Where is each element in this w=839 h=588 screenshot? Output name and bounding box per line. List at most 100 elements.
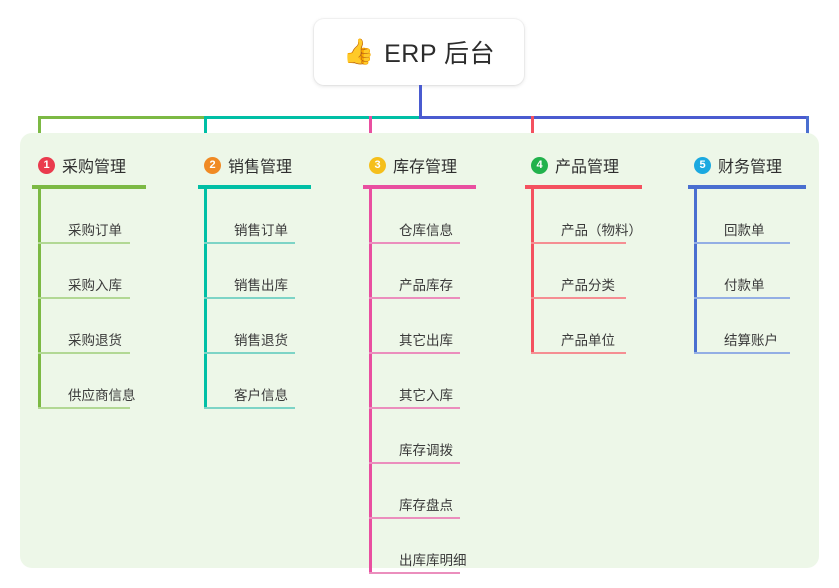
leaf-rule [369,297,460,299]
leaf-item[interactable]: 采购入库 [32,244,176,299]
leaf-label: 销售订单 [234,223,288,238]
leaf-item[interactable]: 产品单位 [525,299,672,354]
leaf-item[interactable]: 付款单 [688,244,836,299]
leaf-rule [204,352,295,354]
leaf-item[interactable]: 结算账户 [688,299,836,354]
leaf-label: 采购订单 [68,223,122,238]
branch-items-2: 销售订单销售出库销售退货客户信息 [198,189,341,409]
branch-items-3: 仓库信息产品库存其它出库其它入库库存调拨库存盘点出库库明细 [363,189,506,574]
branch-header-2[interactable]: 2 销售管理 [198,151,341,179]
branch-badge-1: 1 [38,156,55,174]
leaf-rule [38,242,130,244]
leaf-label: 出库库明细 [399,553,467,568]
leaf-rule [694,297,790,299]
bar-blue [419,116,809,119]
branch-title-5: 财务管理 [718,159,783,176]
leaf-label: 采购入库 [68,278,122,293]
branch-rule-2 [198,185,311,189]
leaf-item[interactable]: 库存调拨 [363,409,506,464]
leaf-item[interactable]: 采购退货 [32,299,176,354]
leaf-rule [369,572,460,574]
leaf-label: 库存盘点 [399,498,453,513]
leaf-rule [531,242,626,244]
leaf-item[interactable]: 库存盘点 [363,464,506,519]
root-node[interactable]: 👍 ERP 后台 [314,19,524,85]
leaf-rule [531,352,626,354]
leaf-item[interactable]: 出库库明细 [363,519,506,574]
leaf-item[interactable]: 客户信息 [198,354,341,409]
leaf-item[interactable]: 供应商信息 [32,354,176,409]
root-title: ERP 后台 [384,40,496,68]
leaf-item[interactable]: 产品库存 [363,244,506,299]
leaf-label: 产品单位 [561,333,615,348]
branch-spine-4 [531,189,534,354]
leaf-rule [204,242,295,244]
branch-header-5[interactable]: 5 财务管理 [688,151,836,179]
branch-header-1[interactable]: 1 采购管理 [32,151,176,179]
leaf-rule [531,297,626,299]
leaf-label: 供应商信息 [68,388,136,403]
leaf-rule [369,517,460,519]
bar-green [38,116,207,119]
leaf-rule [38,297,130,299]
leaf-label: 结算账户 [724,333,778,348]
leaf-label: 产品（物料） [561,223,642,238]
branch-title-3: 库存管理 [393,159,458,176]
leaf-rule [38,407,130,409]
leaf-label: 采购退货 [68,333,122,348]
leaf-item[interactable]: 销售出库 [198,244,341,299]
branch-column-2: 2 销售管理销售订单销售出库销售退货客户信息 [198,151,341,409]
branch-items-5: 回款单付款单结算账户 [688,189,836,354]
branch-title-2: 销售管理 [228,159,293,176]
branch-badge-5: 5 [694,156,711,174]
leaf-rule [369,242,460,244]
leaf-item[interactable]: 其它入库 [363,354,506,409]
leaf-label: 付款单 [724,278,765,293]
leaf-rule [38,352,130,354]
branch-spine-2 [204,189,207,409]
thumbs-up-icon: 👍 [342,37,375,66]
leaf-label: 销售出库 [234,278,288,293]
root-stem [419,85,422,119]
leaf-rule [694,242,790,244]
leaf-label: 销售退货 [234,333,288,348]
branch-badge-3: 3 [369,156,386,174]
leaf-item[interactable]: 回款单 [688,189,836,244]
branch-spine-3 [369,189,372,574]
branch-rule-4 [525,185,642,189]
leaf-label: 其它入库 [399,388,453,403]
leaf-rule [369,407,460,409]
leaf-label: 回款单 [724,223,765,238]
leaf-item[interactable]: 产品（物料） [525,189,672,244]
bar-teal [204,116,422,119]
branch-column-1: 1 采购管理采购订单采购入库采购退货供应商信息 [32,151,176,409]
branch-column-5: 5 财务管理回款单付款单结算账户 [688,151,836,354]
branch-badge-4: 4 [531,156,548,174]
leaf-rule [204,407,295,409]
leaf-label: 库存调拨 [399,443,453,458]
leaf-item[interactable]: 其它出库 [363,299,506,354]
branch-rule-1 [32,185,146,189]
leaf-rule [369,352,460,354]
branch-column-3: 3 库存管理仓库信息产品库存其它出库其它入库库存调拨库存盘点出库库明细 [363,151,506,574]
leaf-label: 产品分类 [561,278,615,293]
branch-badge-2: 2 [204,156,221,174]
leaf-rule [369,462,460,464]
leaf-label: 仓库信息 [399,223,453,238]
branch-spine-5 [694,189,697,354]
branch-title-1: 采购管理 [62,159,127,176]
leaf-rule [204,297,295,299]
leaf-item[interactable]: 产品分类 [525,244,672,299]
branch-header-3[interactable]: 3 库存管理 [363,151,506,179]
leaf-item[interactable]: 采购订单 [32,189,176,244]
leaf-item[interactable]: 仓库信息 [363,189,506,244]
branch-items-4: 产品（物料） 产品分类产品单位 [525,189,672,354]
leaf-item[interactable]: 销售订单 [198,189,341,244]
branch-items-1: 采购订单采购入库采购退货供应商信息 [32,189,176,409]
leaf-label: 其它出库 [399,333,453,348]
branches-panel [20,133,819,568]
leaf-item[interactable]: 销售退货 [198,299,341,354]
